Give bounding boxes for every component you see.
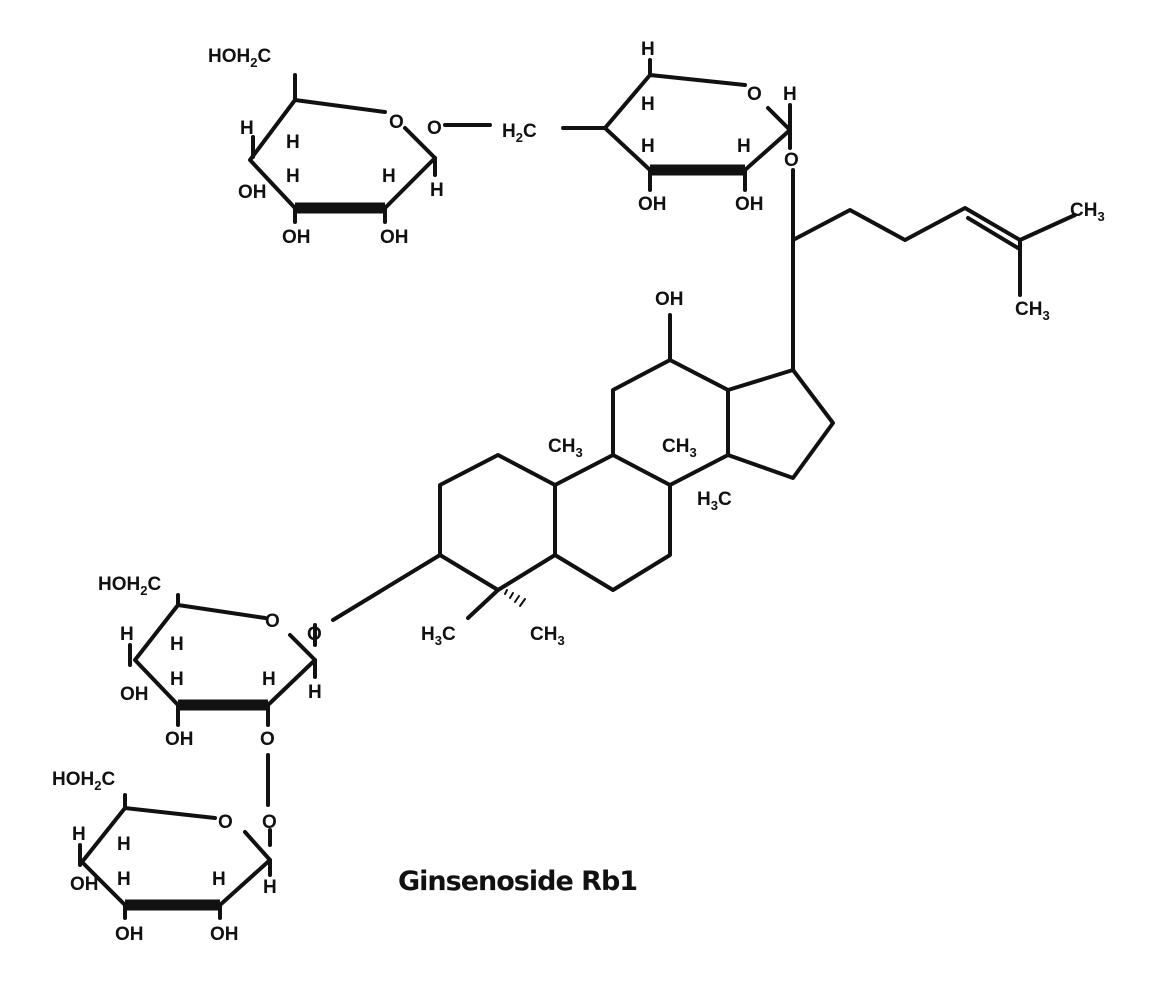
- svg-text:CH3: CH3: [530, 624, 565, 648]
- svg-text:O: O: [784, 150, 799, 171]
- svg-text:H: H: [308, 682, 322, 703]
- svg-text:OH: OH: [120, 684, 149, 705]
- svg-text:OH: OH: [165, 729, 194, 750]
- svg-text:O: O: [265, 611, 280, 632]
- svg-text:OH: OH: [638, 194, 667, 215]
- compound-name-label: Ginsenoside Rb1: [398, 866, 638, 897]
- svg-text:OH: OH: [210, 924, 239, 945]
- svg-text:H: H: [430, 180, 444, 201]
- svg-text:O: O: [389, 112, 404, 133]
- svg-text:H: H: [641, 39, 655, 60]
- svg-text:H: H: [783, 84, 797, 105]
- svg-text:CH3: CH3: [548, 436, 583, 460]
- svg-text:H: H: [286, 166, 300, 187]
- wedge-bonds: [125, 164, 745, 911]
- svg-text:H: H: [641, 136, 655, 157]
- svg-text:HOH2C: HOH2C: [208, 46, 271, 70]
- svg-text:CH3: CH3: [1015, 299, 1050, 323]
- svg-text:H: H: [120, 624, 134, 645]
- svg-text:OH: OH: [380, 227, 409, 248]
- svg-text:H: H: [72, 824, 86, 845]
- svg-text:H: H: [170, 669, 184, 690]
- svg-text:H: H: [240, 118, 254, 139]
- svg-text:H: H: [212, 869, 226, 890]
- svg-text:OH: OH: [115, 924, 144, 945]
- svg-text:H: H: [641, 94, 655, 115]
- svg-text:H3C: H3C: [421, 624, 456, 648]
- svg-text:H2C: H2C: [502, 121, 537, 145]
- svg-text:OH: OH: [655, 289, 684, 310]
- svg-text:OH: OH: [282, 227, 311, 248]
- svg-text:H: H: [286, 132, 300, 153]
- svg-text:O: O: [427, 118, 442, 139]
- svg-text:CH3: CH3: [1070, 200, 1105, 224]
- svg-text:H: H: [117, 834, 131, 855]
- svg-text:OH: OH: [70, 874, 99, 895]
- svg-text:CH3: CH3: [662, 436, 697, 460]
- atom-labels: HOH2C O O H H OH H H H OH OH H2C H H O H…: [52, 39, 1105, 945]
- svg-text:OH: OH: [735, 194, 764, 215]
- svg-text:H: H: [117, 869, 131, 890]
- svg-text:O: O: [747, 84, 762, 105]
- svg-text:H: H: [382, 166, 396, 187]
- svg-text:HOH2C: HOH2C: [98, 574, 161, 598]
- svg-text:H3C: H3C: [697, 489, 732, 513]
- svg-text:OH: OH: [238, 182, 267, 203]
- svg-text:H: H: [262, 669, 276, 690]
- svg-text:H: H: [170, 634, 184, 655]
- svg-text:O: O: [307, 624, 322, 645]
- svg-text:O: O: [260, 729, 275, 750]
- svg-text:O: O: [262, 812, 277, 833]
- svg-text:O: O: [218, 812, 233, 833]
- bond-lines: [78, 58, 1077, 920]
- svg-text:HOH2C: HOH2C: [52, 769, 115, 793]
- svg-text:H: H: [263, 877, 277, 898]
- svg-text:H: H: [737, 136, 751, 157]
